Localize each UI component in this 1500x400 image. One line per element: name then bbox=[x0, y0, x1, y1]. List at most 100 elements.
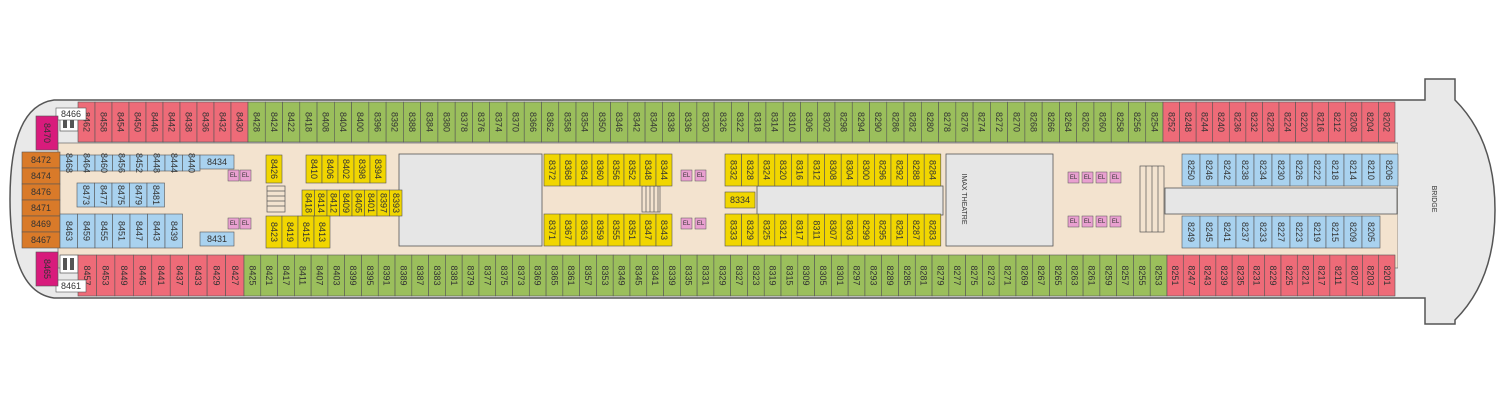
cabin-8220[interactable]: 8220 bbox=[1295, 101, 1313, 143]
cabin-8352[interactable]: 8352 bbox=[623, 153, 641, 187]
cabin-8254[interactable]: 8254 bbox=[1145, 101, 1164, 143]
cabin-8227[interactable]: 8227 bbox=[1271, 215, 1291, 249]
cabin-8431[interactable]: 8431 bbox=[199, 231, 235, 247]
cabin-8248[interactable]: 8248 bbox=[1179, 101, 1197, 143]
cabin-8212[interactable]: 8212 bbox=[1328, 101, 1346, 143]
cabin-8247[interactable]: 8247 bbox=[1182, 254, 1200, 297]
cabin-8414[interactable]: 8414 bbox=[314, 189, 328, 217]
cabin-8236[interactable]: 8236 bbox=[1228, 101, 1247, 143]
cabin-8272[interactable]: 8272 bbox=[990, 101, 1008, 143]
cabin-8289[interactable]: 8289 bbox=[881, 254, 899, 297]
cabin-8280[interactable]: 8280 bbox=[921, 101, 939, 143]
cabin-8417[interactable]: 8417 bbox=[277, 254, 295, 297]
cabin-8305[interactable]: 8305 bbox=[814, 254, 832, 297]
cabin-8225[interactable]: 8225 bbox=[1280, 254, 1298, 297]
cabin-8406[interactable]: 8406 bbox=[321, 154, 339, 184]
cabin-8245[interactable]: 8245 bbox=[1199, 215, 1219, 249]
imax-theatre[interactable] bbox=[945, 153, 1054, 247]
cabin-8369[interactable]: 8369 bbox=[528, 254, 547, 297]
cabin-8287[interactable]: 8287 bbox=[907, 213, 925, 247]
cabin-8334[interactable]: 8334 bbox=[724, 191, 756, 209]
cabin-8240[interactable]: 8240 bbox=[1212, 101, 1230, 143]
cabin-8388[interactable]: 8388 bbox=[403, 101, 421, 143]
cabin-8250[interactable]: 8250 bbox=[1181, 153, 1201, 187]
cabin-8465[interactable]: 8465 bbox=[35, 251, 59, 287]
cabin-8222[interactable]: 8222 bbox=[1307, 153, 1327, 187]
cabin-8335[interactable]: 8335 bbox=[680, 254, 698, 297]
cabin-8464[interactable]: 8464 bbox=[77, 153, 96, 173]
cabin-8211[interactable]: 8211 bbox=[1329, 254, 1347, 297]
cabin-8294[interactable]: 8294 bbox=[851, 101, 870, 143]
cabin-8355[interactable]: 8355 bbox=[607, 213, 625, 247]
cabin-8361[interactable]: 8361 bbox=[562, 254, 580, 297]
cabin-8470[interactable]: 8470 bbox=[35, 115, 59, 151]
cabin-8415[interactable]: 8415 bbox=[297, 215, 315, 249]
cabin-8203[interactable]: 8203 bbox=[1362, 254, 1380, 297]
cabin-8205[interactable]: 8205 bbox=[1361, 215, 1381, 249]
cabin-8312[interactable]: 8312 bbox=[807, 153, 825, 187]
cabin-8444[interactable]: 8444 bbox=[164, 153, 183, 173]
cabin-8266[interactable]: 8266 bbox=[1041, 101, 1060, 143]
cabin-8455[interactable]: 8455 bbox=[94, 213, 113, 249]
cabin-8387[interactable]: 8387 bbox=[411, 254, 429, 297]
cabin-8302[interactable]: 8302 bbox=[817, 101, 836, 143]
cabin-8422[interactable]: 8422 bbox=[282, 101, 301, 143]
cabin-8258[interactable]: 8258 bbox=[1110, 101, 1129, 143]
cabin-8270[interactable]: 8270 bbox=[1007, 101, 1026, 143]
cabin-8210[interactable]: 8210 bbox=[1361, 153, 1381, 187]
cabin-8288[interactable]: 8288 bbox=[907, 153, 925, 187]
cabin-8469[interactable]: 8469 bbox=[21, 215, 61, 233]
cabin-8269[interactable]: 8269 bbox=[1015, 254, 1034, 297]
cabin-8230[interactable]: 8230 bbox=[1271, 153, 1291, 187]
cabin-8233[interactable]: 8233 bbox=[1253, 215, 1273, 249]
cabin-8351[interactable]: 8351 bbox=[623, 213, 641, 247]
cabin-8372[interactable]: 8372 bbox=[543, 153, 561, 187]
cabin-8331[interactable]: 8331 bbox=[696, 254, 715, 297]
cabin-8276[interactable]: 8276 bbox=[955, 101, 974, 143]
cabin-8263[interactable]: 8263 bbox=[1066, 254, 1084, 297]
cabin-8242[interactable]: 8242 bbox=[1217, 153, 1237, 187]
cabin-8264[interactable]: 8264 bbox=[1059, 101, 1077, 143]
cabin-8338[interactable]: 8338 bbox=[662, 101, 680, 143]
cabin-8421[interactable]: 8421 bbox=[260, 254, 278, 297]
cabin-8356[interactable]: 8356 bbox=[607, 153, 625, 187]
cabin-8237[interactable]: 8237 bbox=[1235, 215, 1255, 249]
cabin-8340[interactable]: 8340 bbox=[644, 101, 663, 143]
cabin-8234[interactable]: 8234 bbox=[1253, 153, 1273, 187]
cabin-8353[interactable]: 8353 bbox=[596, 254, 614, 297]
cabin-8259[interactable]: 8259 bbox=[1099, 254, 1117, 297]
cabin-8304[interactable]: 8304 bbox=[840, 153, 859, 187]
cabin-8362[interactable]: 8362 bbox=[541, 101, 560, 143]
cabin-8401[interactable]: 8401 bbox=[364, 189, 378, 217]
cabin-8344[interactable]: 8344 bbox=[655, 153, 673, 187]
cabin-8398[interactable]: 8398 bbox=[353, 154, 371, 184]
cabin-8215[interactable]: 8215 bbox=[1325, 215, 1345, 249]
cabin-8214[interactable]: 8214 bbox=[1343, 153, 1363, 187]
cabin-8468[interactable]: 8468 bbox=[59, 153, 78, 173]
cabin-8404[interactable]: 8404 bbox=[334, 101, 352, 143]
cabin-8368[interactable]: 8368 bbox=[559, 153, 577, 187]
cabin-8419[interactable]: 8419 bbox=[281, 215, 299, 249]
cabin-8224[interactable]: 8224 bbox=[1278, 101, 1296, 143]
cabin-8393[interactable]: 8393 bbox=[389, 189, 403, 217]
cabin-8267[interactable]: 8267 bbox=[1032, 254, 1050, 297]
cabin-8283[interactable]: 8283 bbox=[923, 213, 942, 247]
cabin-8274[interactable]: 8274 bbox=[972, 101, 991, 143]
cabin-8301[interactable]: 8301 bbox=[831, 254, 849, 297]
cabin-8439[interactable]: 8439 bbox=[164, 213, 183, 249]
cabin-8228[interactable]: 8228 bbox=[1262, 101, 1280, 143]
cabin-8218[interactable]: 8218 bbox=[1325, 153, 1345, 187]
cabin-8350[interactable]: 8350 bbox=[592, 101, 611, 143]
cabin-8262[interactable]: 8262 bbox=[1076, 101, 1095, 143]
cabin-8429[interactable]: 8429 bbox=[206, 254, 226, 297]
cabin-8441[interactable]: 8441 bbox=[151, 254, 171, 297]
cabin-8336[interactable]: 8336 bbox=[679, 101, 698, 143]
cabin-8290[interactable]: 8290 bbox=[869, 101, 888, 143]
cabin-8463[interactable]: 8463 bbox=[59, 213, 78, 249]
cabin-8209[interactable]: 8209 bbox=[1343, 215, 1363, 249]
cabin-8231[interactable]: 8231 bbox=[1248, 254, 1266, 297]
cabin-8325[interactable]: 8325 bbox=[757, 213, 776, 247]
cabin-8456[interactable]: 8456 bbox=[112, 153, 131, 173]
cabin-8354[interactable]: 8354 bbox=[575, 101, 594, 143]
cabin-8349[interactable]: 8349 bbox=[612, 254, 631, 297]
